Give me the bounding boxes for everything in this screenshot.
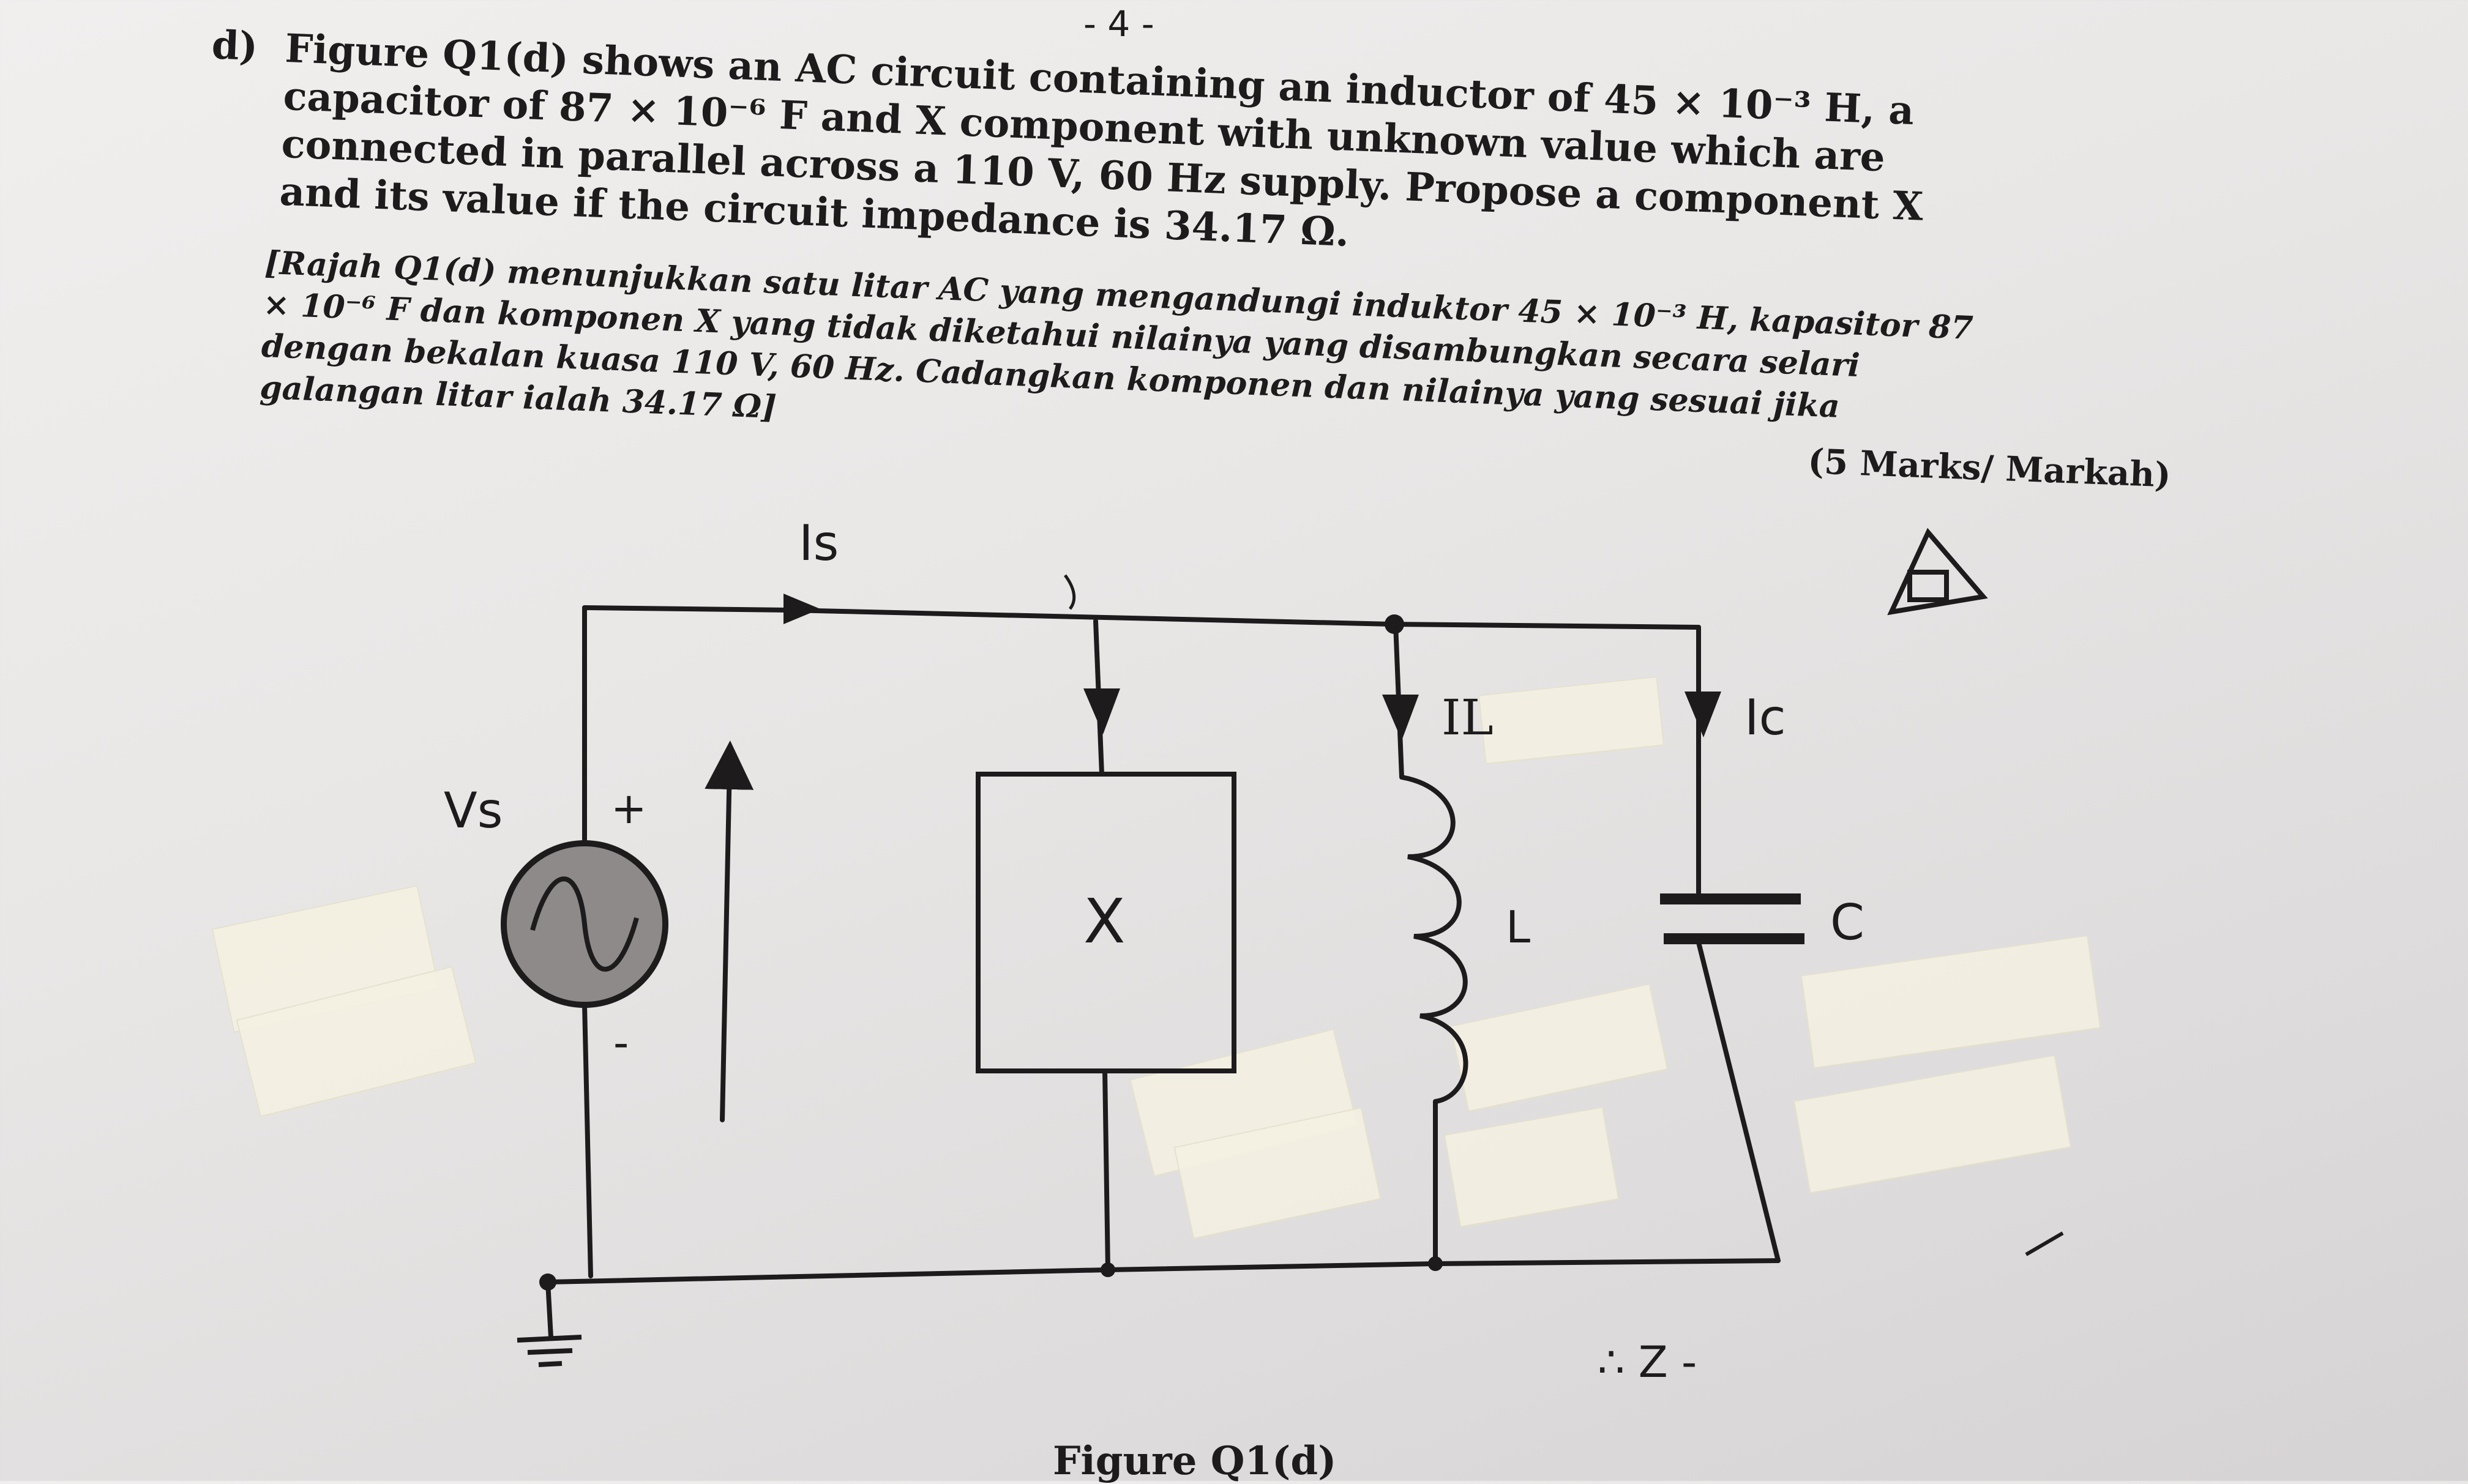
source-current-label: Is bbox=[799, 515, 839, 572]
sine-wave-icon bbox=[530, 876, 639, 972]
page-number: - 4 - bbox=[1083, 3, 1154, 45]
junction-node-top bbox=[1385, 614, 1404, 634]
inductor-label: L bbox=[1506, 901, 1530, 953]
inductor-coil bbox=[1401, 775, 1468, 1104]
unknown-component-box bbox=[976, 772, 1236, 1073]
capacitor-plate-bottom bbox=[1664, 933, 1804, 944]
inductor-current-label: IL bbox=[1442, 689, 1494, 746]
capacitor-current-arrow-icon bbox=[1685, 692, 1721, 737]
ground-icon bbox=[517, 1281, 582, 1367]
junction-node-bottom-x bbox=[1101, 1262, 1115, 1277]
voltage-arrow-line bbox=[705, 740, 754, 1122]
junction-node-bottom-l bbox=[1428, 1256, 1443, 1271]
unknown-component-label: X bbox=[1083, 886, 1126, 957]
minus-sign: - bbox=[613, 1018, 629, 1068]
capacitor-plate-top bbox=[1660, 893, 1801, 904]
capacitor-label: C bbox=[1830, 894, 1864, 951]
left-wire-bottom bbox=[582, 1002, 593, 1278]
inductor-current-arrow-icon bbox=[1382, 695, 1419, 740]
source-current-arrow-icon bbox=[783, 594, 820, 624]
handwritten-tick bbox=[2025, 1231, 2064, 1256]
figure-caption: Figure Q1(d) bbox=[1053, 1438, 1337, 1484]
bottom-wire bbox=[545, 1258, 1781, 1285]
handwritten-impedance-note: ∴ Z - bbox=[1598, 1337, 1697, 1387]
capacitor-wire-bottom bbox=[1696, 940, 1781, 1263]
warning-stamp-icon bbox=[1887, 528, 1988, 616]
top-wire bbox=[582, 605, 1701, 630]
plus-sign: + bbox=[611, 783, 647, 833]
x-current-arrow-icon bbox=[1083, 688, 1120, 734]
handwritten-mark bbox=[1063, 574, 1076, 610]
x-wire-bottom bbox=[1102, 1068, 1110, 1272]
capacitor-current-label: Ic bbox=[1744, 689, 1786, 746]
source-voltage-label: Vs bbox=[444, 782, 503, 839]
